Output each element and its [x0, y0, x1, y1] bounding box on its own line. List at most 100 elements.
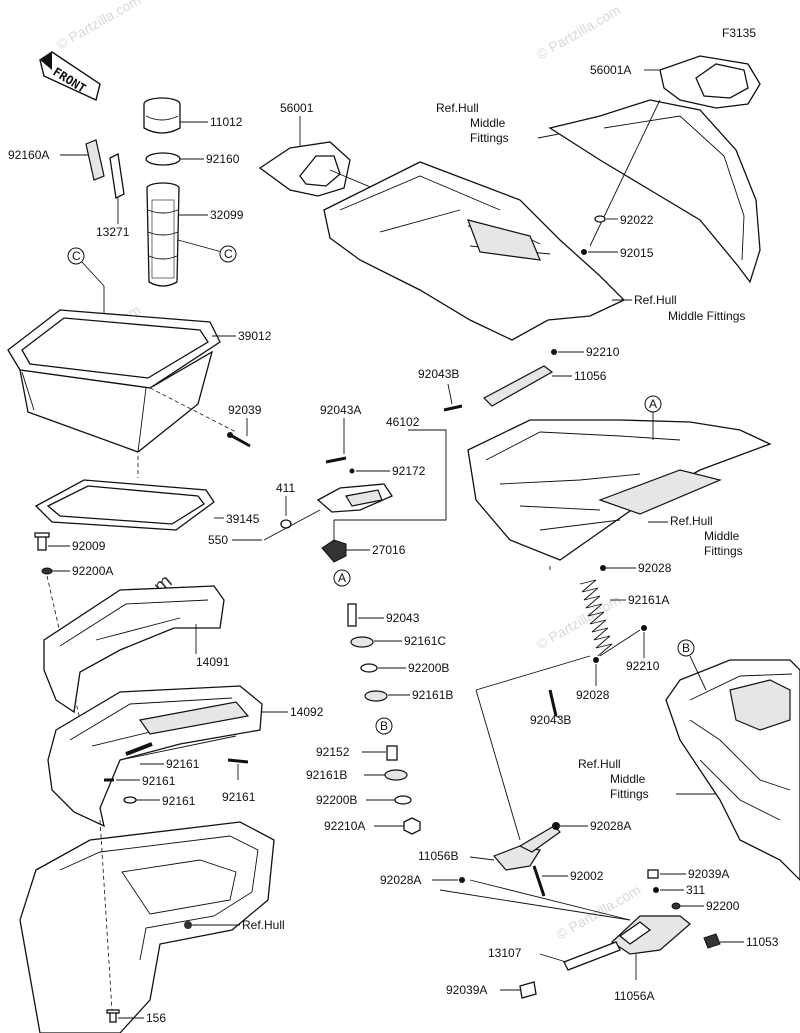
ref-marker-b-label: B: [682, 641, 690, 655]
clip-92039: [227, 432, 251, 448]
mirror-56001: [258, 141, 351, 197]
ref-marker-c-label: C: [224, 247, 233, 261]
grommet-92161C: [350, 636, 374, 648]
callout-92160A: 92160A: [8, 148, 49, 162]
washer-92200A: [41, 567, 53, 575]
callout-13107: 13107: [488, 946, 522, 960]
callout-92043A: 92043A: [320, 403, 361, 417]
middle-fittings-panel: [323, 161, 626, 341]
screw-156: [106, 1009, 120, 1023]
callout-11056A: 11056A: [614, 989, 654, 1003]
callout-92210A: 92210A: [324, 819, 365, 833]
screw-92039A: [519, 981, 537, 999]
ref-hmf-1-line1: Ref.Hull: [436, 101, 479, 115]
pad-92160A: [85, 139, 105, 181]
callout-92172: 92172: [392, 464, 426, 478]
bolt-92043B: [548, 689, 558, 717]
nut-92015: [581, 249, 587, 255]
ref-marker-c: [67, 247, 85, 265]
hull-ref: [19, 821, 275, 1033]
callout-92161B-b: 92161B: [306, 768, 347, 782]
callout-46102: 46102: [386, 415, 420, 429]
front-arrow-icon: FRONT: [39, 51, 101, 101]
callout-92039A-b: 92039A: [446, 983, 487, 997]
callout-92043B-b: 92043B: [530, 713, 571, 727]
callout-92009: 92009: [72, 539, 106, 553]
latch-11056A: [611, 915, 691, 955]
screw-92039A: [647, 869, 659, 879]
callout-92028-b: 92028: [576, 688, 610, 702]
gasket-39145: [34, 479, 215, 531]
callout-32099: 32099: [210, 208, 244, 222]
callout-11053: 11053: [746, 935, 779, 949]
ref-marker-c: [219, 245, 237, 263]
cover-14092: [47, 685, 263, 828]
callout-92200A: 92200A: [72, 564, 113, 578]
ref-marker-b: [677, 639, 695, 657]
callout-92210-b: 92210: [626, 659, 660, 673]
callout-56001A: 56001A: [590, 63, 631, 77]
washer-92200B: [360, 663, 378, 673]
callout-92039: 92039: [228, 403, 262, 417]
knob-11053: [703, 933, 721, 949]
callout-39012: 39012: [238, 329, 272, 343]
spring-92161A: [579, 579, 613, 657]
callout-92210-a: 92210: [586, 345, 620, 359]
ref-hmf-3-line1: Ref.Hull: [670, 514, 713, 528]
callout-92028-a: 92028: [638, 561, 672, 575]
callout-92161-b: 92161: [142, 774, 176, 788]
callout-92152: 92152: [316, 745, 350, 759]
callout-92161A: 92161A: [628, 593, 669, 607]
ref-marker-a-label: A: [649, 397, 657, 411]
callout-92161B-a: 92161B: [412, 688, 453, 702]
callout-14092: 14092: [290, 705, 324, 719]
callout-92160: 92160: [206, 152, 240, 166]
callout-27016: 27016: [372, 543, 406, 557]
callout-92022: 92022: [620, 213, 654, 227]
cover-14091: [43, 585, 225, 714]
callout-92002: 92002: [570, 869, 604, 883]
callout-92161-a: 92161: [166, 757, 200, 771]
bolt-92002: [532, 865, 546, 897]
rod-13107: [563, 941, 621, 971]
callout-56001: 56001: [280, 101, 314, 115]
ref-hmf-4-line1: Ref.Hull: [578, 757, 621, 771]
ref-marker-b-label: B: [380, 719, 388, 733]
cap-11012: [143, 97, 181, 134]
ref-hmf-4-line2: Middle: [610, 772, 646, 786]
grommet-92161B: [364, 690, 388, 702]
pad-92161: [125, 742, 153, 756]
bracket-11056: [483, 365, 554, 407]
ref-hmf-4-line3: Fittings: [610, 787, 649, 801]
callout-13271: 13271: [96, 225, 130, 239]
callout-92043: 92043: [386, 611, 420, 625]
nut-92210A: [403, 817, 421, 835]
callout-11012: 11012: [210, 115, 243, 129]
callout-92200B-a: 92200B: [408, 661, 449, 675]
callout-92161-d: 92161: [222, 790, 256, 804]
ref-hmf-1-line2: Middle: [470, 116, 506, 130]
ref-hmf-1-line3: Fittings: [470, 131, 509, 145]
callout-92161C: 92161C: [404, 634, 446, 648]
callout-92161-c: 92161: [162, 794, 196, 808]
bolt-92043A: [325, 456, 347, 464]
callout-92043B-a: 92043B: [418, 367, 459, 381]
washer-92200B: [394, 795, 412, 805]
ref-hmf-2-line1: Ref.Hull: [634, 293, 677, 307]
callout-92039A-a: 92039A: [688, 867, 729, 881]
watermark-text: © Partzilla.com: [54, 0, 144, 53]
ref-hmf-3-line2: Middle: [704, 529, 740, 543]
side-fitting-panel: [548, 99, 761, 284]
callout-ref-hull: Ref.Hull: [242, 918, 285, 932]
oring-92160: [145, 152, 181, 166]
callout-550: 550: [208, 533, 228, 547]
latch-46102: [316, 483, 393, 513]
pin-92043: [347, 603, 357, 627]
knob-27016: [321, 520, 347, 563]
bolt-92043B: [443, 404, 463, 412]
callout-92200B-b: 92200B: [316, 793, 357, 807]
bracket-13271: [109, 153, 125, 199]
washer-92022: [594, 215, 606, 223]
ref-marker-a: [333, 569, 351, 587]
